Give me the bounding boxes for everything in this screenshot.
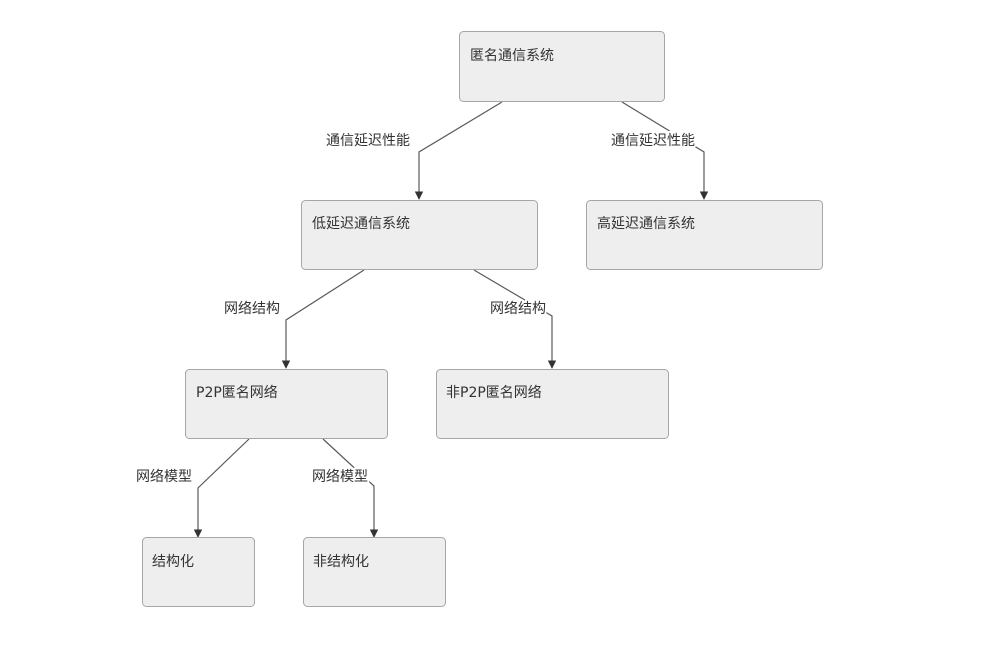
edge-p2p-to-structured: 网络模型 <box>134 438 250 538</box>
node-low-latency-system[interactable]: 低延迟通信系统 <box>301 200 538 270</box>
edge-label: 网络结构 <box>490 301 546 317</box>
edge-label: 通信延迟性能 <box>611 133 695 149</box>
node-high-latency-system[interactable]: 高延迟通信系统 <box>586 200 823 270</box>
edge-root-to-low-latency: 通信延迟性能 <box>324 101 503 200</box>
node-structured[interactable]: 结构化 <box>142 537 255 607</box>
edge-label: 网络模型 <box>312 469 368 485</box>
edge-line <box>414 101 503 200</box>
node-label: 非结构化 <box>313 554 369 570</box>
edge-line <box>621 101 709 200</box>
node-label: 非P2P匿名网络 <box>446 385 542 401</box>
node-non-p2p-anonymous-network[interactable]: 非P2P匿名网络 <box>436 369 669 439</box>
edge-line <box>473 269 557 369</box>
node-unstructured[interactable]: 非结构化 <box>303 537 446 607</box>
node-label: 结构化 <box>152 554 194 570</box>
node-anonymous-communication-system[interactable]: 匿名通信系统 <box>459 31 665 102</box>
node-label: P2P匿名网络 <box>196 385 278 401</box>
edge-low-latency-to-non-p2p: 网络结构 <box>473 269 557 369</box>
node-label: 高延迟通信系统 <box>597 215 695 232</box>
edge-label: 网络结构 <box>224 301 280 317</box>
edge-label: 网络模型 <box>136 469 192 485</box>
edge-p2p-to-unstructured: 网络模型 <box>310 438 379 538</box>
edge-line <box>322 438 379 538</box>
edge-line <box>281 269 365 369</box>
node-label: 匿名通信系统 <box>470 48 554 64</box>
node-label: 低延迟通信系统 <box>312 216 410 232</box>
edge-root-to-high-latency: 通信延迟性能 <box>609 101 709 200</box>
edge-label: 通信延迟性能 <box>326 133 410 149</box>
node-p2p-anonymous-network[interactable]: P2P匿名网络 <box>185 369 388 439</box>
edge-low-latency-to-p2p: 网络结构 <box>222 269 365 369</box>
edge-line <box>193 438 250 538</box>
